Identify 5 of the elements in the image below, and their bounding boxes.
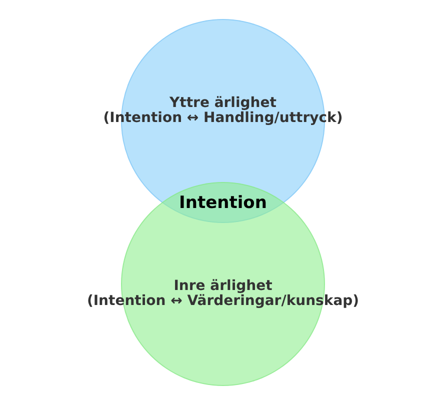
circle-heading: Yttre ärlighet <box>170 96 276 111</box>
overlap-label: Intention <box>179 193 267 213</box>
circle-heading: Inre ärlighet <box>174 279 272 294</box>
circle-subtitle: (Intention ↔ Handling/uttryck) <box>103 111 343 126</box>
circle-subtitle: (Intention ↔ Värderingar/kunskap) <box>86 294 360 309</box>
